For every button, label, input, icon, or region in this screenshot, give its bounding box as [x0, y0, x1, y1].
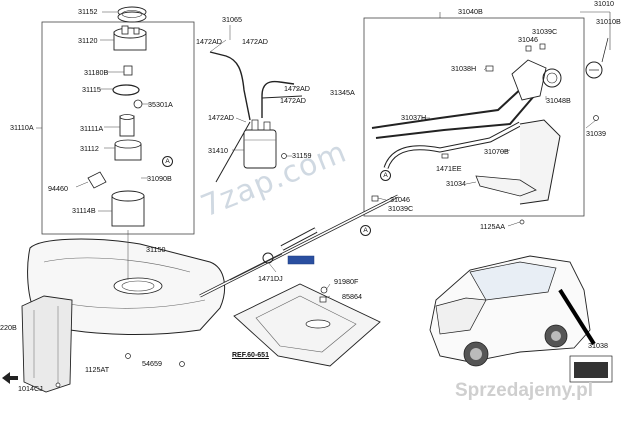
o-ring-part	[112, 84, 140, 96]
part-number-label: 31046	[518, 35, 538, 44]
part-highlight-box	[287, 255, 315, 265]
arrow-mark	[2, 372, 18, 384]
part-number-label: 31090B	[147, 174, 172, 183]
fuel-cap-part	[585, 37, 609, 79]
part-number-label: 31039	[586, 129, 606, 138]
part-number-label: 31120	[78, 36, 98, 45]
pump-flange-part	[113, 25, 147, 51]
tank-strap-part	[21, 295, 73, 393]
part-number-label: 1472AD	[280, 96, 306, 105]
part-number-label: 31065	[222, 15, 242, 24]
part-number-label: 220B	[0, 323, 17, 332]
part-number-label: 31150	[146, 245, 166, 254]
part-number-label: 85864	[342, 292, 362, 301]
part-number-label: 31114B	[72, 206, 96, 215]
part-number-label: 31046	[390, 195, 410, 204]
part-number-label: 91980F	[334, 277, 359, 286]
part-number-label: 1472AD	[196, 37, 222, 46]
callout-a-right: A	[380, 170, 391, 181]
car-illustration	[429, 255, 613, 383]
filter-part	[114, 139, 142, 161]
filler-neck-part	[371, 85, 561, 205]
part-number-label: 35301A	[148, 100, 173, 109]
part-number-label: 31112	[80, 144, 99, 153]
part-number-label: 31038H	[451, 64, 477, 73]
pump-motor-part	[119, 114, 135, 137]
callout-a-lower: A	[360, 225, 371, 236]
part-number-label: 1014CJ	[18, 384, 43, 393]
part-number-label: 31345A	[330, 88, 355, 97]
part-number-label: 31115	[82, 85, 101, 94]
part-number-label: 1472AD	[208, 113, 234, 122]
part-number-label: 31110A	[10, 123, 34, 132]
floor-panel-part	[233, 283, 381, 367]
part-number-label: 31038	[588, 341, 608, 350]
part-number-label: 31034	[446, 179, 466, 188]
part-number-label: 1472AD	[284, 84, 310, 93]
part-number-label: 31111A	[80, 124, 104, 133]
callout-a-left: A	[162, 156, 173, 167]
pump-reservoir-part	[111, 190, 145, 227]
leader-lines-left	[36, 11, 150, 212]
nut-part	[179, 361, 185, 367]
grommet-part	[319, 296, 327, 303]
part-number-label: 31070B	[484, 147, 509, 156]
part-number-label: 54659	[142, 359, 162, 368]
brand-logo-text: Sprzedajemy.pl	[455, 380, 593, 401]
filler-housing-part	[511, 59, 562, 101]
cap-screw-part	[593, 115, 599, 121]
part-number-label: 31180B	[84, 68, 109, 77]
small-parts-right	[371, 43, 546, 225]
part-number-label: 1125AT	[85, 365, 110, 374]
part-number-label: 31010B	[596, 17, 621, 26]
part-number-label: 31039C	[388, 204, 414, 213]
canister-part	[243, 119, 277, 169]
part-number-label: 31410	[208, 146, 228, 155]
part-number-label: 31048B	[546, 96, 571, 105]
fuel-tank-part	[27, 230, 226, 335]
leader-lines-right	[209, 25, 597, 299]
screw-part	[55, 382, 61, 388]
part-number-label: 31159	[292, 151, 312, 160]
clamp-part	[262, 252, 274, 264]
part-number-label: 1471EE	[436, 164, 462, 173]
part-number-label: 31040B	[458, 7, 483, 16]
filler-hose-part	[280, 227, 318, 251]
part-number-label: 31039C	[532, 27, 558, 36]
part-number-label: 31010	[594, 0, 614, 8]
bolt-part	[125, 353, 131, 359]
fuel-sender-ring-part	[117, 6, 147, 23]
part-number-label: 94460	[48, 184, 68, 193]
part-number-label: 31152	[78, 7, 98, 16]
level-sender-part	[87, 171, 107, 189]
filler-neck-frame	[363, 17, 585, 217]
part-number-label: 1472AD	[242, 37, 268, 46]
sensor-part	[133, 99, 143, 109]
part-number-label: 1125AA	[480, 222, 506, 231]
small-clip-part	[123, 65, 133, 76]
plug-part	[320, 286, 328, 294]
part-number-label: 31037H	[401, 113, 427, 122]
part-number-label: 1471DJ	[258, 274, 283, 283]
reference-label: REF.60-651	[232, 352, 269, 359]
